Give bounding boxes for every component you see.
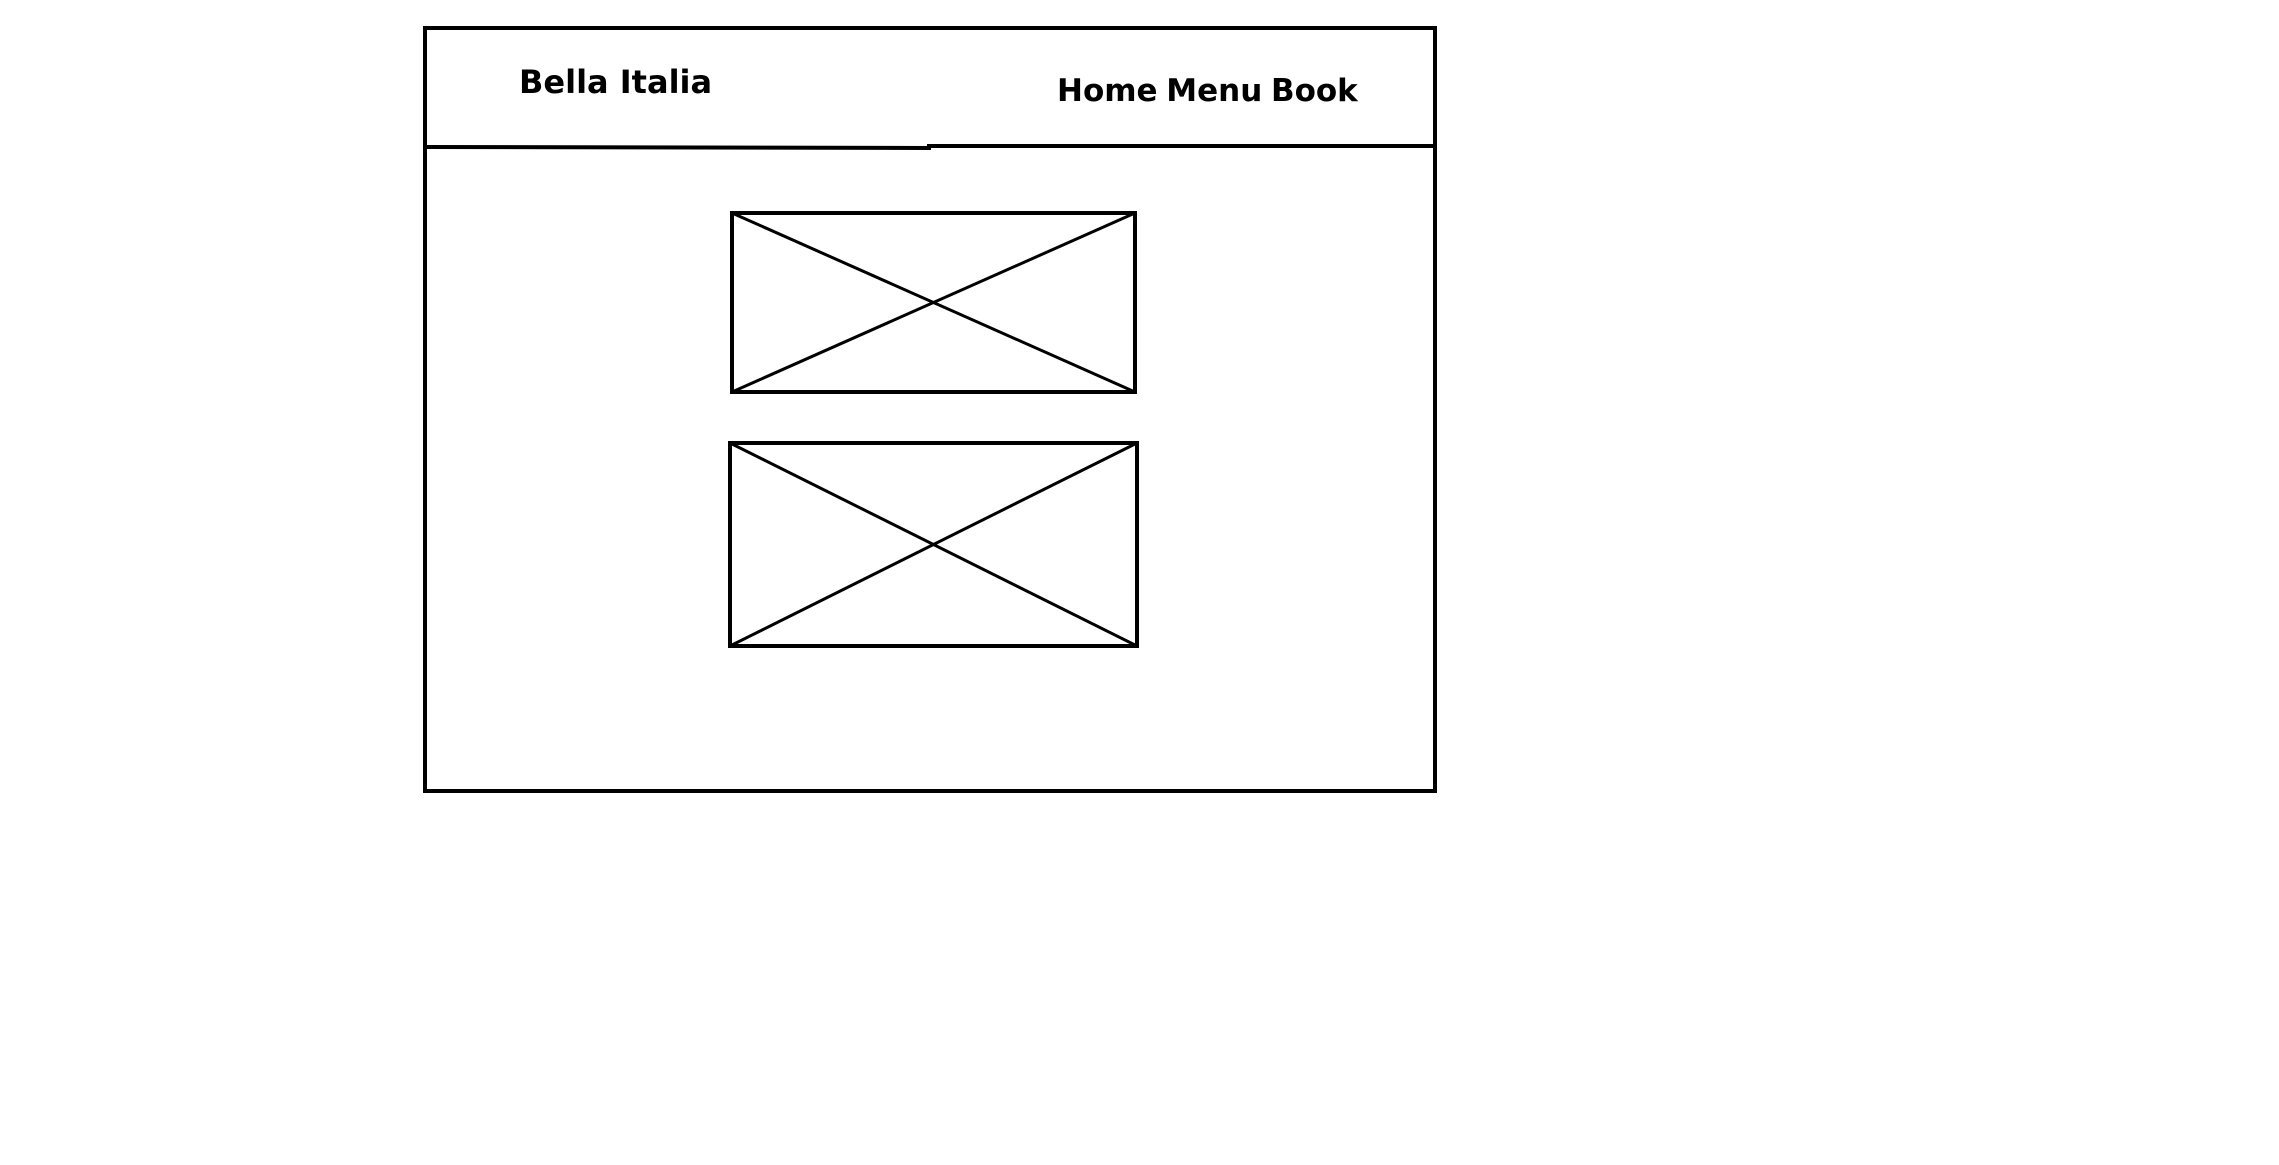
image-placeholder-1 — [730, 211, 1137, 394]
nav-item-book[interactable]: Book — [1270, 73, 1358, 109]
header-divider — [424, 144, 1435, 151]
image-placeholder-2 — [728, 441, 1139, 648]
nav-item-menu[interactable]: Menu — [1166, 73, 1263, 109]
page-frame — [423, 26, 1437, 793]
nav-item-home[interactable]: Home — [1057, 73, 1158, 109]
site-title: Bella Italia — [519, 63, 713, 101]
